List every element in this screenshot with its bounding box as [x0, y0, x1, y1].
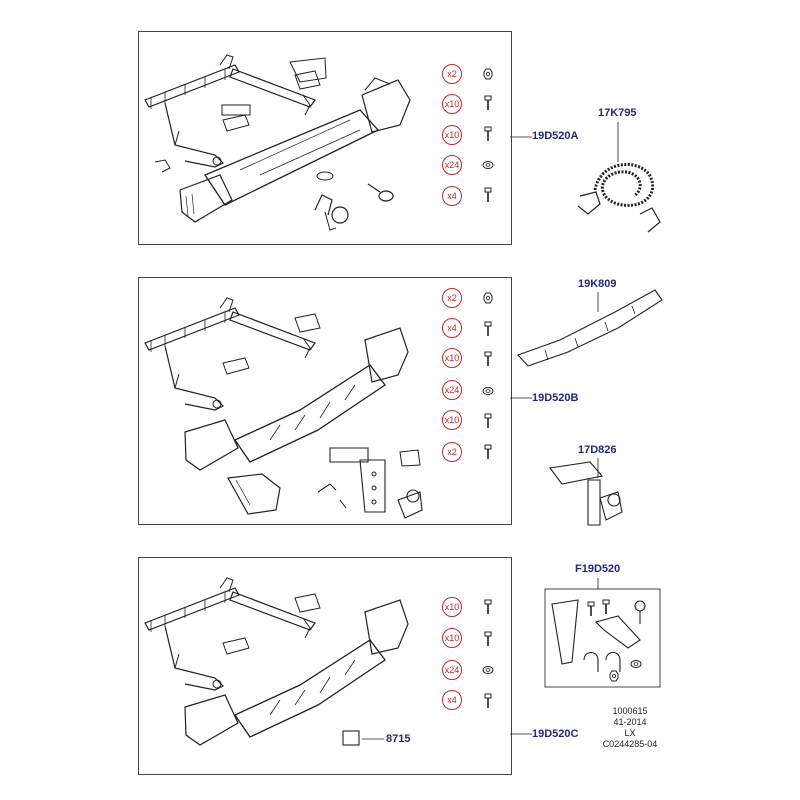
- footer-reference: 1000615 41-2014 LX C0244285-04: [575, 706, 685, 750]
- footer-line-3: LX: [624, 728, 636, 738]
- part-number-17d826: 17D826: [578, 444, 617, 456]
- kit-art: [544, 578, 661, 688]
- qty-badge: x24: [442, 380, 462, 400]
- qty-badge: x24: [442, 155, 462, 175]
- part-number-8715: 8715: [386, 733, 411, 745]
- panel-a-art: [144, 54, 532, 231]
- tow-ball-mount-art: [549, 458, 623, 526]
- part-number-f19d520: F19D520: [575, 563, 621, 575]
- footer-line-4: C0244285-04: [602, 739, 658, 749]
- qty-badge: x10: [442, 125, 462, 145]
- part-number-19d520c: 19D520C: [532, 728, 579, 740]
- qty-badge: x10: [442, 348, 462, 368]
- qty-badge: x10: [442, 94, 462, 114]
- part-number-17k795: 17K795: [598, 107, 637, 119]
- qty-badge: x4: [442, 186, 462, 206]
- part-number-19k809: 19K809: [578, 278, 617, 290]
- tow-rope-art: [577, 122, 661, 233]
- trim-panel-art: [517, 289, 663, 367]
- part-number-19d520a: 19D520A: [532, 130, 579, 142]
- qty-badge: x4: [442, 690, 462, 710]
- footer-line-1: 1000615: [612, 706, 648, 716]
- part-number-19d520b: 19D520B: [532, 392, 579, 404]
- qty-badge: x10: [442, 628, 462, 648]
- footer-line-2: 41-2014: [613, 717, 647, 727]
- qty-badge: x24: [442, 660, 462, 680]
- qty-badge: x2: [442, 442, 462, 462]
- qty-badge: x2: [442, 64, 462, 84]
- panel-c-art: [144, 577, 532, 746]
- qty-badge: x10: [442, 410, 462, 430]
- qty-badge: x4: [442, 318, 462, 338]
- qty-badge: x2: [442, 288, 462, 308]
- panel-b-art: [144, 292, 532, 519]
- qty-badge: x10: [442, 597, 462, 617]
